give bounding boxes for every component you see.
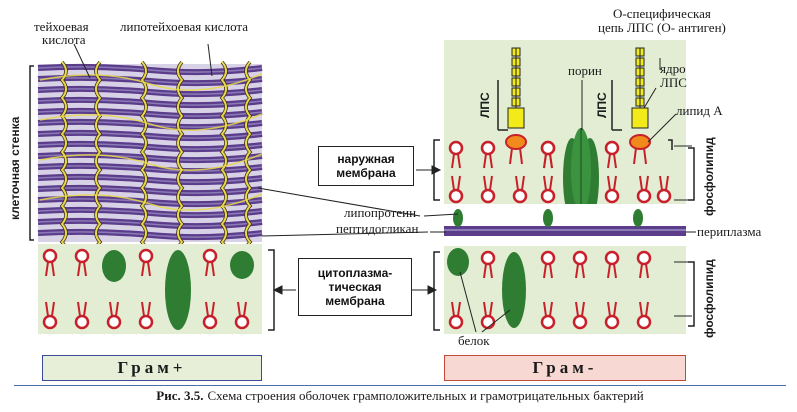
membrane-protein <box>165 250 191 330</box>
phospholipid <box>202 248 218 277</box>
phospholipid <box>448 301 464 330</box>
phospholipid <box>604 140 620 169</box>
periplasm-label: периплазма <box>697 224 762 239</box>
figure-caption-text: Схема строения оболочек грамположительны… <box>207 388 644 403</box>
cell-wall-label: клеточная стенка <box>8 116 22 220</box>
lps-core-label: ядро ЛПС <box>660 61 687 90</box>
gram-negative-outer-membrane <box>444 40 686 218</box>
porin <box>563 128 599 218</box>
outer-membrane-box: наружная мембрана <box>318 146 414 186</box>
o-specific-chain-label: О-специфическая цепь ЛПС (О- антиген) <box>598 6 726 35</box>
phospholipid <box>234 301 250 330</box>
cytoplasmic-membrane-box: цитоплазма- тическая мембрана <box>298 258 412 316</box>
lipoprotein-label: липопротеин <box>344 205 417 220</box>
porin-label: порин <box>568 63 602 78</box>
phospholipid <box>540 250 556 279</box>
gram-negative-label: Грам- <box>444 355 686 381</box>
phospholipid <box>604 250 620 279</box>
figure-number: Рис. 3.5. <box>156 388 204 403</box>
gram-negative-periplasm <box>444 204 686 244</box>
phospholipid <box>42 248 58 277</box>
gram-positive-cytoplasmic-membrane <box>38 244 262 334</box>
phospholipid <box>74 248 90 277</box>
phospholipid <box>448 175 464 204</box>
phospholipid <box>656 175 672 204</box>
phospholipid <box>636 250 652 279</box>
phospholipid <box>572 250 588 279</box>
phospholipid <box>636 175 652 204</box>
lipoprotein <box>633 209 643 227</box>
membrane-protein <box>447 248 469 276</box>
phospholipid <box>540 140 556 169</box>
phospholipid <box>480 175 496 204</box>
lipoprotein <box>453 209 463 227</box>
teichoic-acid-label: тейхоевая кислота <box>34 19 89 47</box>
phospholipid <box>540 301 556 330</box>
lps-molecule <box>505 47 527 165</box>
gram-negative-cytoplasmic-membrane <box>444 246 686 334</box>
protein-label: белок <box>458 333 490 348</box>
phospholipid <box>42 301 58 330</box>
gram-positive-cell-wall <box>37 60 263 262</box>
phospholipid <box>636 301 652 330</box>
phospholipid <box>540 175 556 204</box>
phospholipid-label-outer: фосфолипид <box>702 137 716 216</box>
phospholipid <box>74 301 90 330</box>
peptidoglycan-label: пептидогликан <box>336 221 419 236</box>
gram-positive-label: Грам+ <box>42 355 262 381</box>
lps-label-right: ЛПС <box>595 92 609 118</box>
phospholipid <box>480 250 496 279</box>
phospholipid <box>138 301 154 330</box>
lipoprotein <box>543 209 553 227</box>
figure-caption: Рис. 3.5. Схема строения оболочек грампо… <box>14 385 786 406</box>
lipid-a-label: липид А <box>676 103 723 118</box>
phospholipid <box>604 301 620 330</box>
lps-label-left: ЛПС <box>478 92 492 118</box>
phospholipid <box>202 301 218 330</box>
phospholipid <box>604 175 620 204</box>
membrane-protein <box>502 252 526 328</box>
arrows <box>272 165 442 295</box>
lps-molecule <box>629 47 651 165</box>
phospholipid <box>480 140 496 169</box>
lipoteichoic-acid-label: липотейхоевая кислота <box>120 19 249 34</box>
membrane-protein <box>102 250 126 282</box>
membrane-protein <box>230 251 254 279</box>
phospholipid-label-inner: фосфолипид <box>702 259 716 338</box>
phospholipid <box>106 301 122 330</box>
phospholipid <box>512 175 528 204</box>
phospholipid <box>138 248 154 277</box>
pointer-lines <box>73 43 696 333</box>
phospholipid <box>448 140 464 169</box>
phospholipid <box>572 301 588 330</box>
